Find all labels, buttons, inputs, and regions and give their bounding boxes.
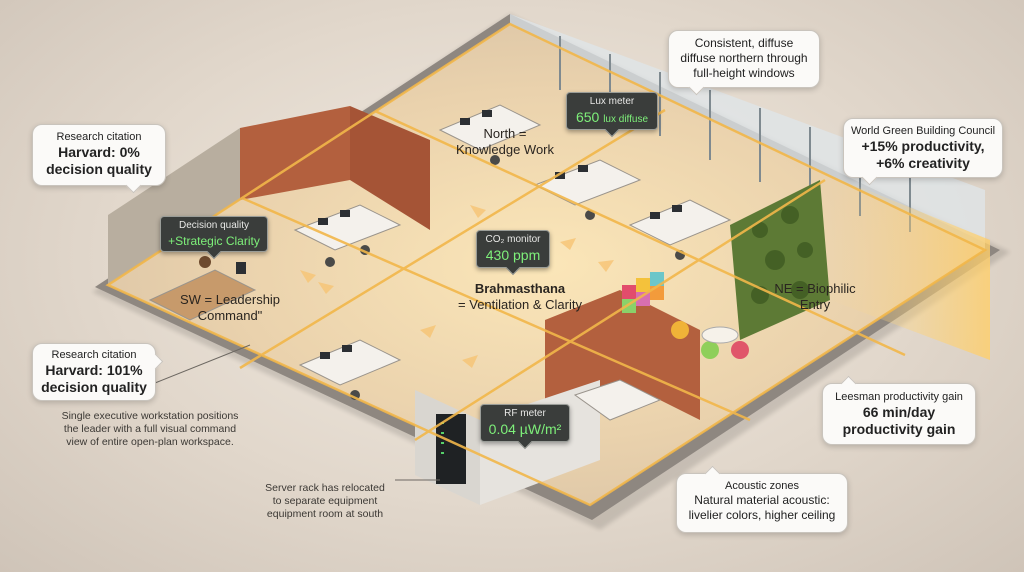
lux-meter: Lux meter 650 lux diffuse <box>566 92 658 138</box>
lounge-chairs <box>671 321 749 359</box>
wgbc-caption: World Green Building Council <box>850 125 996 137</box>
wood-panel-wall-north <box>350 106 430 230</box>
monitors <box>236 110 682 359</box>
zone-center-label: Brahmasthana = Ventilation & Clarity <box>430 281 610 313</box>
research-bottom-caption: Research citation <box>51 349 137 361</box>
executive-workstation-note: Single executive workstation positions t… <box>61 410 239 448</box>
wgbc-callout: World Green Building Council +15% produc… <box>843 118 1003 186</box>
server-rack <box>436 414 466 484</box>
rf-meter: RF meter 0.04 µW/m² <box>480 404 570 450</box>
west-wall <box>108 128 240 285</box>
decision-quality-caption: Decision quality <box>178 220 250 231</box>
zone-sw-label: SW = Leadership Command" <box>179 292 281 323</box>
lux-meter-caption: Lux meter <box>589 96 635 107</box>
zone-ne-label: NE = Biophilic Entry <box>774 281 856 312</box>
research-bottom-text: Harvard: 101% decision quality <box>41 362 147 395</box>
decision-quality-value: +Strategic Clarity <box>168 234 260 248</box>
server-rack-note: Server rack has relocated to separate eq… <box>265 482 385 520</box>
acoustic-text: Natural material acoustic: livelier colo… <box>688 493 836 522</box>
daylight-callout: Consistent, diffuse diffuse northern thr… <box>668 30 820 96</box>
airflow-arrows <box>300 205 614 368</box>
daylight-text: Consistent, diffuse diffuse northern thr… <box>680 36 808 80</box>
acoustic-callout: Acoustic zones Natural material acoustic… <box>676 465 848 533</box>
leesman-callout: Leesman productivity gain 66 min/day pro… <box>822 375 976 445</box>
lux-value-unit: lux diffuse <box>603 114 649 125</box>
co2-monitor-value: 430 ppm <box>485 247 541 263</box>
vastu-zone-grid <box>105 22 988 507</box>
co2-monitor-caption: CO₂ monitor <box>485 234 541 245</box>
zone-north-label: North = Knowledge Work <box>455 126 555 157</box>
wgbc-text: +15% productivity, +6% creativity <box>861 138 985 171</box>
leesman-caption: Leesman productivity gain <box>835 391 963 403</box>
research-top-text: Harvard: 0% decision quality <box>46 144 152 177</box>
wood-panel-wall-west <box>240 106 350 200</box>
research-top-caption: Research citation <box>56 131 142 143</box>
co2-monitor: CO₂ monitor 430 ppm <box>476 230 550 276</box>
rf-meter-value: 0.04 µW/m² <box>488 421 562 437</box>
research-citation-top: Research citation Harvard: 0% decision q… <box>32 124 166 194</box>
callout-leader-lines <box>149 344 440 481</box>
sun-glow <box>830 175 990 360</box>
zone-center-subtitle: = Ventilation & Clarity <box>458 297 582 312</box>
lux-value-number: 650 <box>575 109 600 125</box>
decision-quality-meter: Decision quality +Strategic Clarity <box>160 216 268 260</box>
workstation-desks <box>148 104 732 421</box>
lux-meter-value: 650 lux diffuse <box>567 108 657 132</box>
rf-meter-caption: RF meter <box>504 408 546 419</box>
acoustic-color-panels <box>622 272 664 313</box>
zone-center-title: Brahmasthana <box>474 281 566 296</box>
leesman-text: 66 min/day productivity gain <box>842 404 956 437</box>
acoustic-caption: Acoustic zones <box>725 480 799 492</box>
research-citation-bottom: Research citation Harvard: 101% decision… <box>32 343 164 401</box>
